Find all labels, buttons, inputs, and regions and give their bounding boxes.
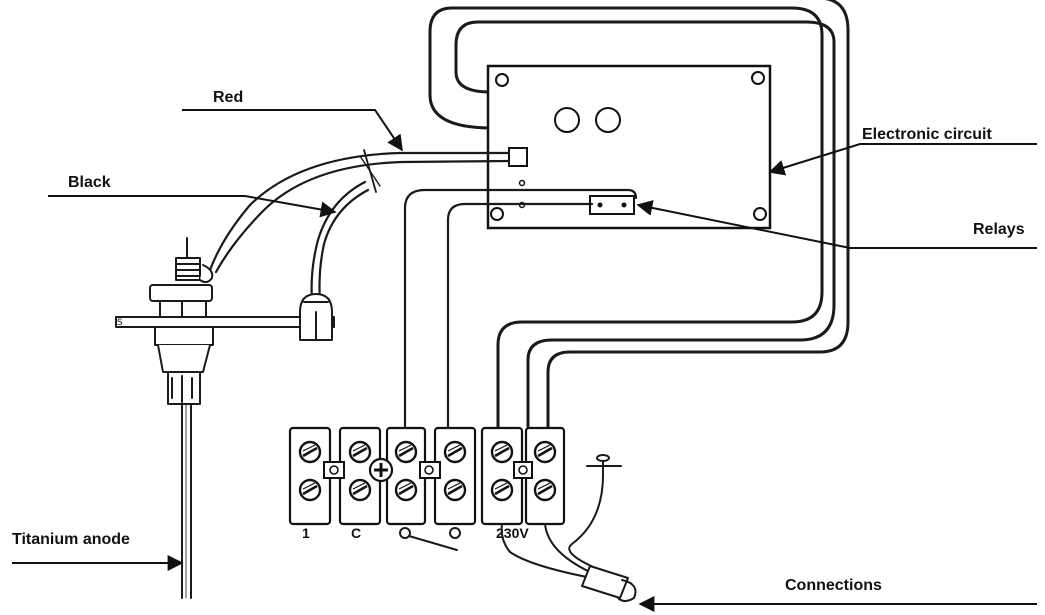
center-screw-icon: [368, 457, 394, 483]
board-screw-bl: [490, 207, 504, 221]
board-screw-tl: [495, 73, 509, 87]
label-connections: Connections: [785, 577, 882, 594]
indicator-right: [595, 107, 621, 133]
circuit-board: [486, 64, 772, 230]
indicator-left: [554, 107, 580, 133]
terminal-label-c: C: [351, 525, 361, 541]
label-black: Black: [68, 174, 111, 191]
connection-cable: [500, 471, 637, 602]
switch-symbol-icon: [399, 527, 461, 551]
label-relays: Relays: [973, 221, 1025, 238]
label-red: Red: [213, 89, 243, 106]
callouts: [12, 109, 1037, 612]
earth-icon: [586, 454, 622, 473]
label-titanium-anode: Titanium anode: [12, 531, 130, 548]
terminal-block: [288, 426, 566, 526]
board-screw-br: [753, 207, 767, 221]
svg-text:S: S: [117, 318, 123, 328]
label-electronic-circuit: Electronic circuit: [862, 126, 992, 143]
probe-wires: [208, 149, 511, 302]
board-wires: [403, 188, 638, 432]
main-cable: [428, 0, 850, 432]
electrode-assembly: S: [115, 237, 335, 599]
relay: [589, 195, 635, 215]
board-screw-tr: [751, 71, 765, 85]
terminal-label-1: 1: [302, 525, 310, 541]
terminal-label-230v: 230V: [496, 525, 529, 541]
connector-block: [508, 147, 528, 167]
